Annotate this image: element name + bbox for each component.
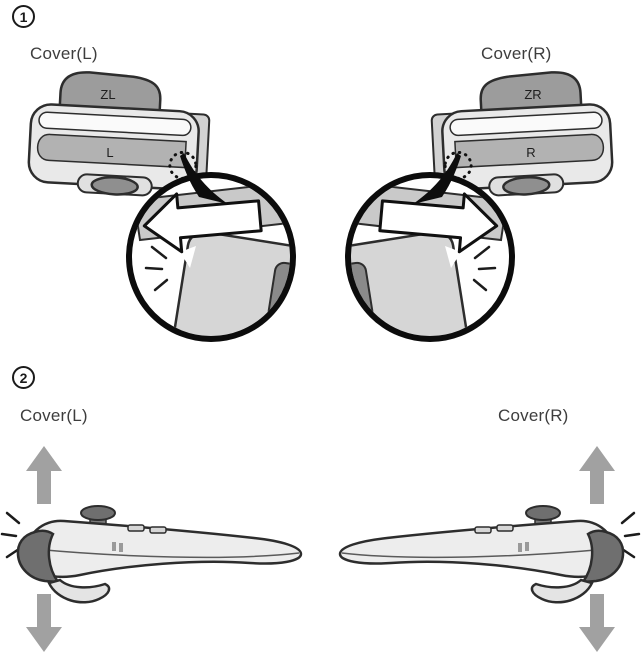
- step2-cover-left-label: Cover(L): [20, 406, 88, 425]
- step2-left-assembly: [0, 444, 303, 654]
- step1-number-badge: 1: [12, 5, 35, 28]
- zl-button-label: ZL: [100, 87, 115, 102]
- step2-number-badge: 2: [12, 366, 35, 389]
- step2-right-assembly: [338, 444, 641, 654]
- zr-button-label: ZR: [524, 87, 541, 102]
- step2-number: 2: [19, 369, 28, 386]
- step1-cover-right-label: Cover(R): [481, 44, 552, 63]
- step1-number: 1: [19, 8, 28, 25]
- step1-cover-left-label: Cover(L): [30, 44, 98, 63]
- l-button-label: L: [106, 145, 113, 160]
- r-button-label: R: [526, 145, 535, 160]
- step1-right-assembly: [324, 69, 613, 397]
- step1-left-assembly: [27, 69, 316, 397]
- step2-cover-right-label: Cover(R): [498, 406, 569, 425]
